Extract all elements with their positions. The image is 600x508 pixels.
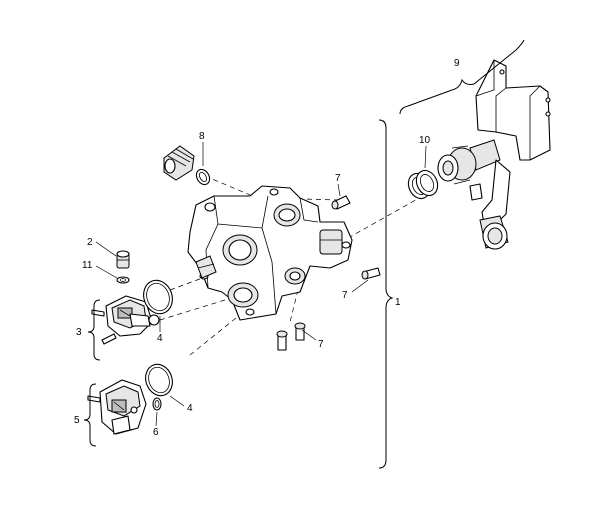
o-rings-10 (407, 169, 439, 200)
callout-4-lower: 4 (187, 403, 193, 414)
callout-2: 2 (87, 237, 93, 248)
callout-7-right: 7 (342, 290, 348, 301)
callout-4-upper: 4 (157, 333, 163, 344)
valve-body (187, 185, 353, 321)
callout-5: 5 (74, 415, 80, 426)
screw-bottom-right (294, 322, 306, 341)
callout-7-bottom: 7 (318, 339, 324, 350)
o-ring-6 (152, 397, 162, 411)
screw-top (331, 195, 351, 210)
callout-8: 8 (199, 131, 205, 142)
brace-1 (378, 119, 394, 469)
screw-bottom-left (276, 330, 288, 351)
sensor-assembly-5 (87, 379, 147, 435)
brace-9 (399, 39, 525, 115)
callout-10: 10 (419, 135, 431, 146)
callout-11: 11 (82, 260, 93, 271)
callout-7-top: 7 (335, 173, 341, 184)
washer-11 (116, 276, 130, 284)
outlet-pipe-assembly (469, 59, 551, 250)
callout-9: 9 (454, 58, 460, 69)
o-ring-8 (195, 168, 211, 186)
pipe-connector (437, 145, 477, 185)
o-ring-4-lower (145, 363, 173, 397)
callout-3: 3 (76, 327, 82, 338)
callout-6: 6 (153, 427, 159, 438)
screw-right (361, 267, 381, 280)
callout-1: 1 (395, 297, 401, 308)
brace-3 (87, 299, 101, 361)
sensor-assembly-3 (91, 295, 160, 345)
leader-lines (95, 142, 427, 427)
plug-2 (116, 250, 130, 269)
callouts: 1 2 3 4 4 5 6 7 7 7 8 9 10 11 (74, 58, 460, 438)
filter-plug (163, 145, 195, 181)
brace-5 (83, 383, 97, 447)
o-ring-4-upper (143, 279, 173, 315)
